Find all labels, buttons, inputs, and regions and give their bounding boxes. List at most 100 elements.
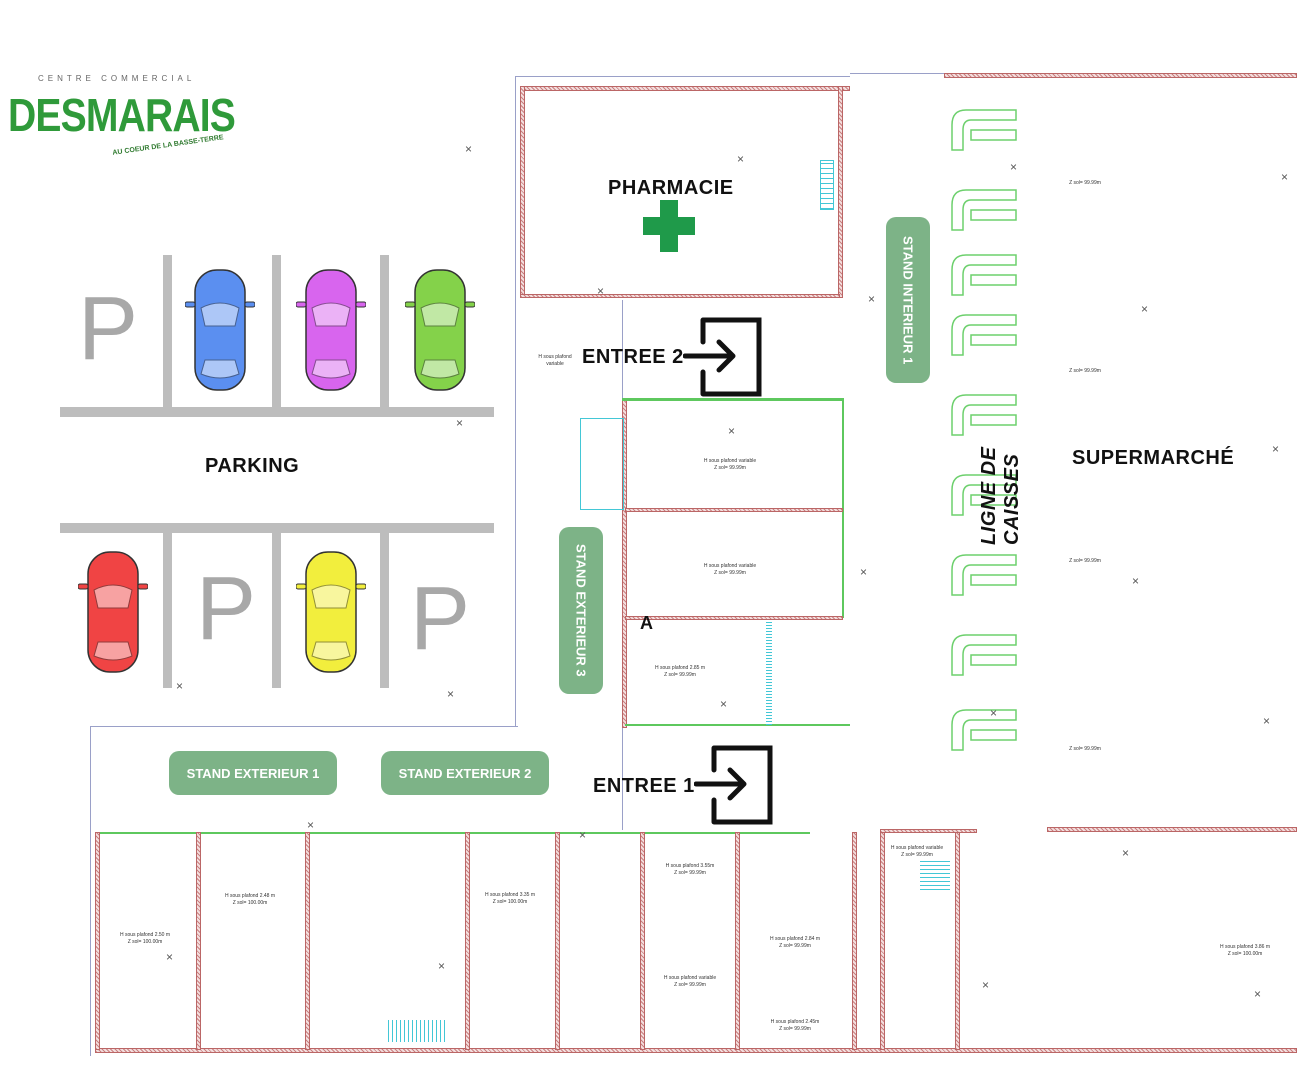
- survey-mark-icon: ×: [597, 284, 605, 298]
- parking-line: [380, 255, 389, 410]
- wall: [305, 832, 310, 1050]
- checkout-counter: [946, 185, 1026, 240]
- wall: [625, 724, 850, 726]
- wall: [1047, 827, 1297, 832]
- survey-mark-icon: ×: [1122, 846, 1130, 860]
- outline: [90, 726, 518, 727]
- wall: [520, 294, 840, 298]
- wall: [622, 398, 842, 401]
- survey-mark-icon: ×: [1010, 160, 1018, 174]
- note: Z sol= 99.99m: [1069, 368, 1101, 374]
- wall: [625, 616, 843, 620]
- parking-line: [272, 255, 281, 410]
- parking-line: [60, 407, 494, 417]
- wall: [95, 832, 810, 834]
- entree1-label: ENTREE 1: [593, 775, 695, 797]
- logo-top: CENTRE COMMERCIAL: [38, 74, 196, 83]
- car: [295, 268, 367, 397]
- wall: [625, 508, 843, 512]
- outline: [515, 76, 516, 726]
- entree2-label: ENTREE 2: [582, 346, 684, 368]
- stand-interieur-1[interactable]: STAND INTERIEUR 1: [886, 217, 930, 383]
- wall: [465, 832, 470, 1050]
- entrance-icon[interactable]: [694, 744, 776, 826]
- wall: [520, 86, 525, 298]
- car: [404, 268, 476, 397]
- survey-mark-icon: ×: [860, 565, 868, 579]
- survey-mark-icon: ×: [1272, 442, 1280, 456]
- survey-mark-icon: ×: [456, 416, 464, 430]
- outline: [515, 76, 850, 77]
- survey-mark-icon: ×: [166, 950, 174, 964]
- checkout-counter: [946, 630, 1026, 685]
- supermarche-label: SUPERMARCHÉ: [1072, 447, 1235, 469]
- stairs: [920, 860, 950, 890]
- checkout-counter: [946, 470, 1026, 525]
- ramp: [580, 418, 624, 510]
- checkout-counter: [946, 250, 1026, 305]
- survey-mark-icon: ×: [307, 818, 315, 832]
- car: [184, 268, 256, 397]
- marker-a: A: [640, 613, 654, 633]
- note: H sous plafond variable: [538, 354, 572, 367]
- stand-exterieur-1[interactable]: STAND EXTERIEUR 1: [169, 751, 337, 795]
- wall: [838, 86, 843, 298]
- parking-line: [60, 523, 494, 533]
- car: [77, 550, 149, 679]
- survey-mark-icon: ×: [990, 706, 998, 720]
- outline: [90, 726, 91, 1056]
- survey-mark-icon: ×: [1141, 302, 1149, 316]
- survey-mark-icon: ×: [438, 959, 446, 973]
- pharmacy-cross-icon: [643, 200, 695, 252]
- wall: [880, 829, 977, 833]
- entrance-icon[interactable]: [683, 316, 765, 398]
- survey-mark-icon: ×: [737, 152, 745, 166]
- note: Z sol= 99.99m: [1069, 180, 1101, 186]
- stairs: [388, 1020, 446, 1042]
- checkout-counter: [946, 550, 1026, 605]
- survey-mark-icon: ×: [1281, 170, 1289, 184]
- note: Z sol= 99.99m: [1069, 558, 1101, 564]
- parking-line: [163, 255, 172, 410]
- parking-label: PARKING: [205, 455, 300, 477]
- wall: [95, 1048, 1297, 1053]
- parking-line: [163, 530, 172, 688]
- car: [295, 550, 367, 679]
- stand-exterieur-3[interactable]: STAND EXTERIEUR 3: [559, 527, 603, 694]
- wall: [196, 832, 201, 1050]
- survey-mark-icon: ×: [1254, 987, 1262, 1001]
- parking-line: [380, 530, 389, 688]
- checkout-counter: [946, 105, 1026, 160]
- caisses-label: LIGNE DE CAISSES: [978, 446, 1023, 545]
- survey-mark-icon: ×: [1132, 574, 1140, 588]
- survey-mark-icon: ×: [465, 142, 473, 156]
- checkout-counter: [946, 390, 1026, 445]
- survey-mark-icon: ×: [579, 828, 587, 842]
- parking-line: [272, 530, 281, 688]
- wall: [852, 832, 857, 1050]
- survey-mark-icon: ×: [868, 292, 876, 306]
- wall: [640, 832, 645, 1050]
- survey-mark-icon: ×: [447, 687, 455, 701]
- wall: [95, 832, 100, 1050]
- survey-mark-icon: ×: [176, 679, 184, 693]
- pharmacie-label: PHARMACIE: [608, 177, 734, 199]
- stand-exterieur-2[interactable]: STAND EXTERIEUR 2: [381, 751, 549, 795]
- stairs: [766, 620, 772, 725]
- wall: [555, 832, 560, 1050]
- note: Z sol= 99.99m: [1069, 746, 1101, 752]
- wall: [520, 86, 850, 91]
- stairs: [820, 160, 834, 210]
